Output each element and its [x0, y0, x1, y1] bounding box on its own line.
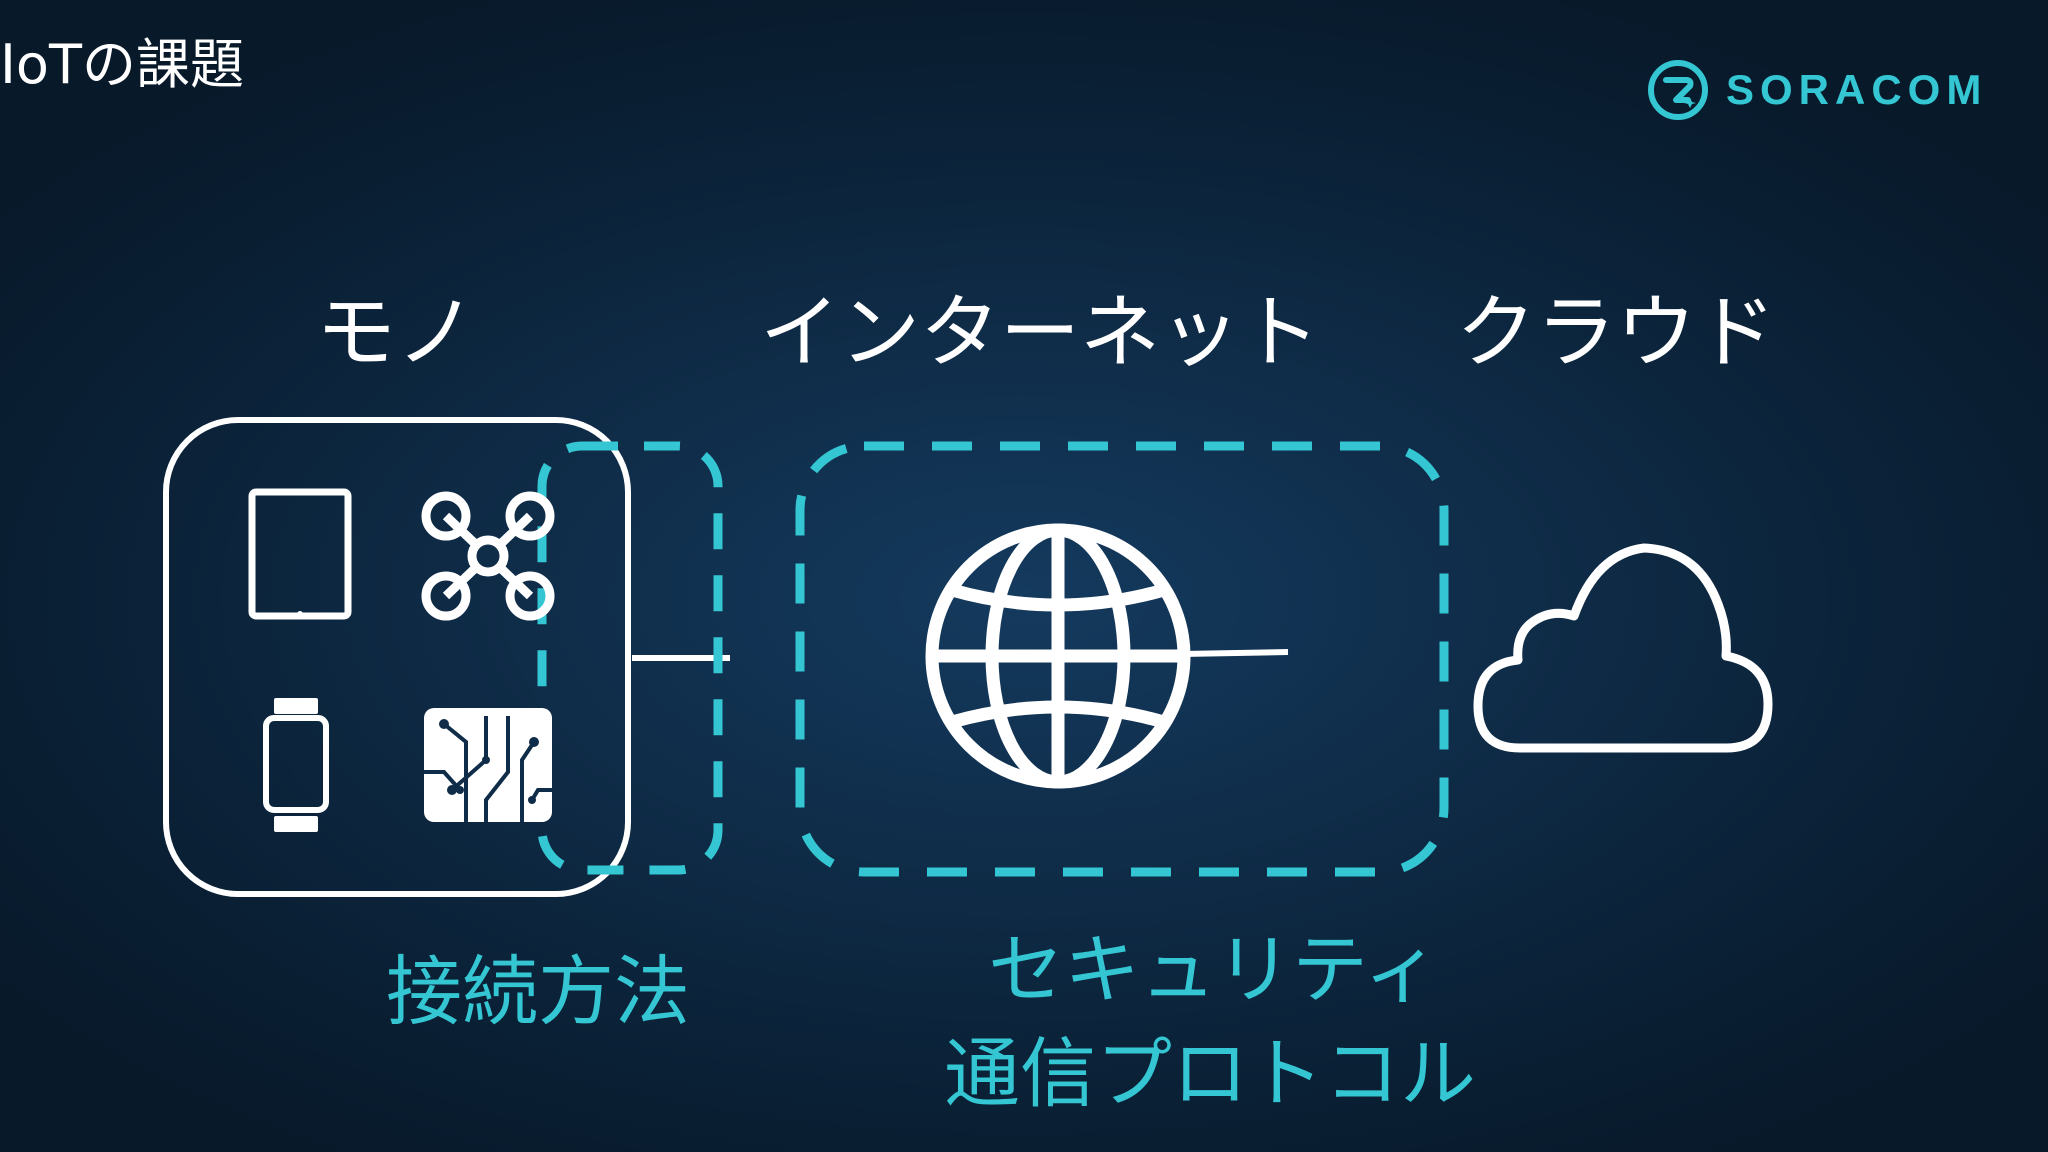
- heading-things: モノ: [316, 286, 476, 379]
- internet-cloud-connector-line: [1181, 649, 1289, 657]
- things-box: [163, 417, 631, 897]
- connection-dashed-box: [537, 441, 723, 875]
- globe-icon: [925, 523, 1191, 789]
- soracom-logo-icon: [1648, 60, 1708, 120]
- cloud-icon: [1473, 543, 1773, 753]
- drone-icon: [421, 491, 555, 621]
- slide-title: IoTの課題: [0, 33, 244, 96]
- internet-dashed-box: [795, 441, 1449, 877]
- circuit-chip-icon: [424, 708, 552, 822]
- caption-protocol: 通信プロトコル: [944, 1029, 1476, 1118]
- soracom-logo: SORACOM: [1646, 56, 1987, 124]
- smartwatch-icon: [263, 698, 329, 832]
- tablet-icon: [248, 488, 352, 620]
- logo-text: SORACOM: [1726, 66, 1988, 113]
- caption-connection-method: 接続方法: [386, 947, 690, 1036]
- heading-cloud: クラウド: [1456, 286, 1776, 379]
- heading-internet: インターネット: [760, 286, 1320, 379]
- caption-security: セキュリティ: [988, 925, 1440, 1014]
